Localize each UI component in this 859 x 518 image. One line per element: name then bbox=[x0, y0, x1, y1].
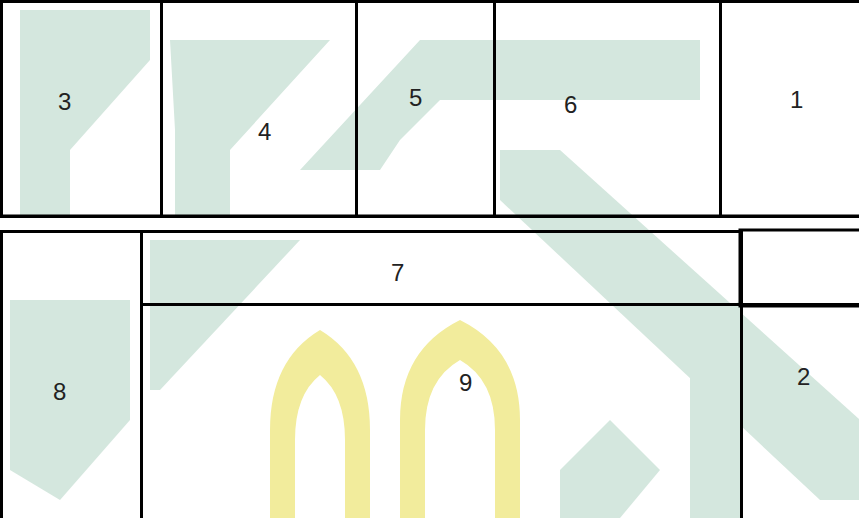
watermark-arches bbox=[270, 320, 520, 518]
cell-number: 2 bbox=[797, 365, 810, 389]
watermark-band bbox=[560, 420, 660, 518]
cell-number: 9 bbox=[459, 371, 472, 395]
watermark-band bbox=[20, 10, 150, 215]
watermark-arch bbox=[400, 320, 520, 518]
cell-number: 6 bbox=[564, 93, 577, 117]
room-cell: 6 bbox=[493, 0, 722, 218]
cell-number: 5 bbox=[409, 86, 422, 110]
watermark-band bbox=[170, 40, 330, 215]
room-cell: 7 bbox=[140, 230, 743, 306]
watermark-band bbox=[500, 150, 859, 500]
cell-number: 4 bbox=[258, 120, 271, 144]
empty-cell bbox=[740, 230, 859, 306]
cell-number: 8 bbox=[53, 380, 66, 404]
watermark-band bbox=[690, 300, 740, 518]
watermark-band bbox=[10, 300, 130, 500]
room-cell: 5 bbox=[355, 0, 496, 218]
cell-number: 3 bbox=[58, 90, 71, 114]
watermark-shapes bbox=[10, 10, 859, 518]
watermark-band bbox=[150, 240, 300, 390]
room-cell: 4 bbox=[160, 0, 358, 218]
room-cell: 8 bbox=[0, 230, 143, 518]
room-cell: 1 bbox=[719, 0, 859, 218]
room-cell: 2 bbox=[740, 303, 859, 518]
room-cell: 9 bbox=[140, 303, 743, 518]
cell-number: 7 bbox=[391, 261, 404, 285]
room-cell: 3 bbox=[0, 0, 163, 218]
watermark-arch bbox=[270, 330, 370, 518]
cell-number: 1 bbox=[790, 88, 803, 112]
